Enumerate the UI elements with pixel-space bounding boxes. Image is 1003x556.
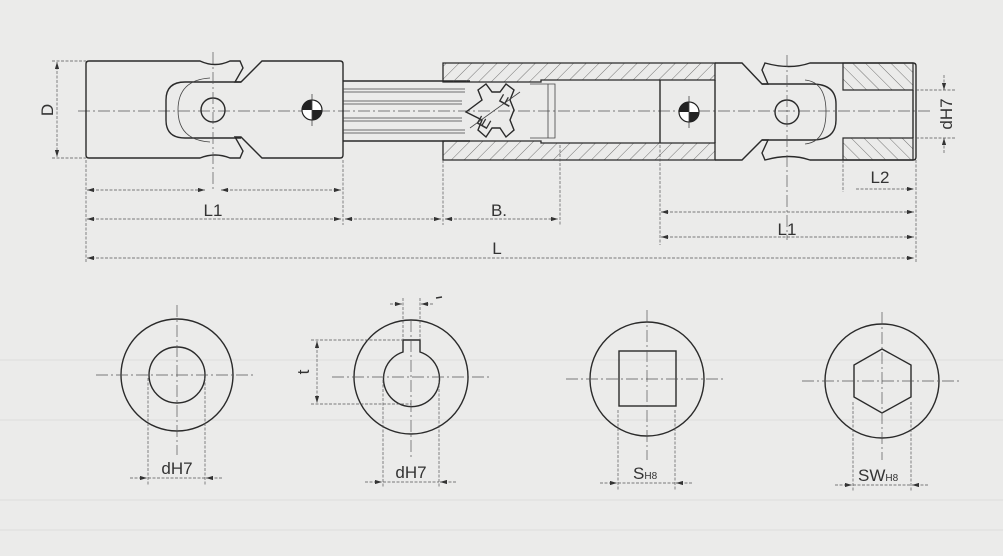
length-joint-left-label: L1 [204,201,223,220]
right-yoke [715,55,917,240]
spline-profile: E F [464,83,521,139]
center-of-mass-icon [678,96,700,128]
background-ghost-lines [0,359,1003,531]
sliding-tube-section: E F [442,62,716,161]
end-view-hex-bore: SWH8 [802,312,960,492]
diameter-label: D [38,104,57,116]
center-of-mass-icon [301,94,323,126]
length-joint-right-label: L1 [778,220,797,239]
bore-right-label: dH7 [937,98,956,129]
end-view-2-label: dH7 [395,463,426,482]
key-depth-label: t [294,369,313,374]
end-view-square-bore: SH8 [566,310,725,490]
keyway-width-mark [435,296,443,299]
dimension-lines: D dH7 L1 B. L2 [38,60,956,262]
end-view-4-label: SWH8 [858,466,899,485]
bore-depth-label: L2 [871,168,890,187]
end-view-1-label: dH7 [161,459,192,478]
slide-length-label: B. [491,201,507,220]
end-view-keyed-bore: t dH7 [294,296,490,488]
left-yoke [85,52,344,190]
side-view: E F [38,52,956,262]
spline-e-label: E [473,113,495,132]
end-view-3-label: SH8 [633,464,658,483]
total-length-label: L [492,239,501,258]
end-view-round-bore: dH7 [96,305,255,485]
